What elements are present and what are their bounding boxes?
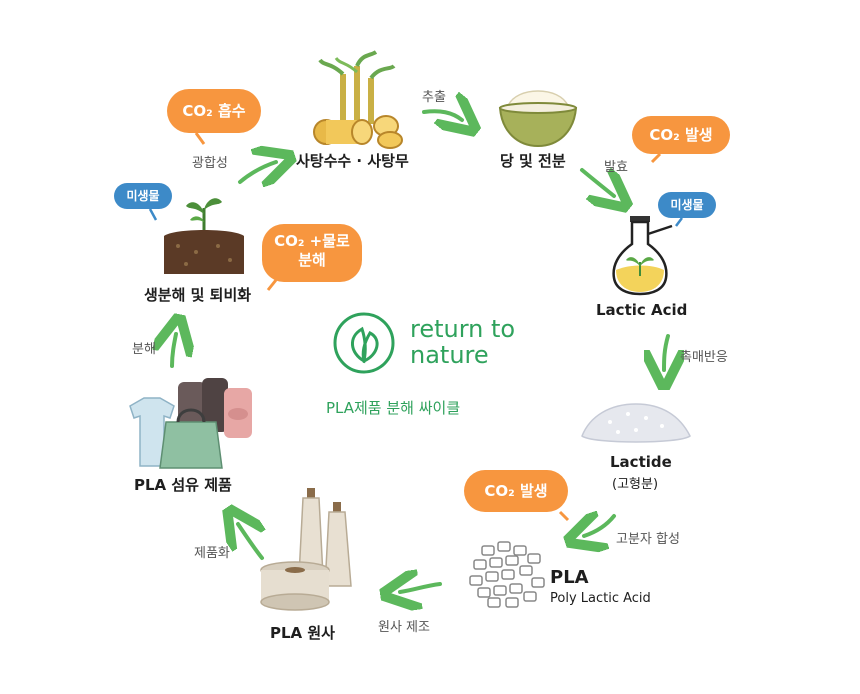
microbe-text-right: 미생물	[670, 198, 704, 212]
yarn-spools-icon	[260, 488, 352, 611]
lactide-label: Lactide	[610, 453, 672, 471]
step-decomposition: 분해	[132, 342, 156, 357]
pla-yarn-label: PLA 원사	[270, 624, 335, 642]
step-polymerization: 고분자 합성	[616, 532, 680, 547]
arrow-fermentation	[580, 170, 614, 196]
lactic-acid-label: Lactic Acid	[596, 301, 688, 319]
co2-water-bubble: CO₂ +물로 분해	[262, 224, 362, 282]
step-extraction: 추출	[422, 90, 446, 105]
cycle-subtitle: PLA제품 분해 싸이클	[326, 399, 461, 417]
sugar-bowl-icon	[498, 90, 578, 148]
co2-absorb-bubble: CO₂ 흡수	[167, 89, 261, 133]
microbe-bubble-left: 미생물	[114, 183, 172, 209]
co2-water-line2: 분해	[298, 251, 326, 269]
soil-sprout-icon	[164, 198, 244, 274]
microbe-bubble-right: 미생물	[658, 192, 716, 218]
step-spinning: 원사 제조	[378, 620, 430, 635]
fiber-products-label: PLA 섬유 제품	[134, 476, 232, 494]
arrow-spinning	[400, 584, 442, 592]
arrow-decomposition	[172, 334, 176, 368]
sugarcane-label: 사탕수수 · 사탕무	[296, 152, 409, 170]
brand-line-2: nature	[410, 341, 489, 369]
arrow-polymerization	[584, 516, 616, 536]
co2-emit-text-top: CO₂ 발생	[649, 126, 713, 144]
co2-emit-bubble-bottom: CO₂ 발생	[464, 470, 568, 512]
microbe-text-left: 미생물	[126, 189, 160, 203]
step-productization: 제품화	[194, 546, 230, 561]
pla-pellets-icon	[469, 541, 545, 608]
step-catalysis: 촉매반응	[680, 350, 728, 365]
co2-water-line1: CO₂ +물로	[274, 232, 350, 250]
biodegradation-label: 생분해 및 퇴비화	[144, 286, 252, 304]
arrow-catalysis	[664, 334, 668, 370]
co2-absorb-text: CO₂ 흡수	[182, 102, 246, 120]
return-to-nature-logo-icon	[333, 312, 395, 374]
co2-emit-bubble-top: CO₂ 발생	[632, 116, 730, 154]
pla-label: PLA	[550, 567, 589, 588]
arrow-photosynthesis	[238, 162, 276, 182]
sugar-starch-label: 당 및 전분	[500, 152, 566, 170]
step-photosynthesis: 광합성	[192, 156, 228, 171]
brand-line-1: return to	[410, 315, 516, 343]
lactide-pile-icon	[581, 403, 691, 443]
lactide-sub-label: (고형분)	[612, 477, 659, 492]
sugarcane-icon	[313, 50, 403, 149]
pla-full-label: Poly Lactic Acid	[550, 591, 651, 606]
flask-icon	[612, 216, 673, 296]
arrow-extraction	[422, 111, 462, 120]
fiber-products-icon	[129, 378, 252, 469]
co2-emit-text-bottom: CO₂ 발생	[484, 482, 548, 500]
step-fermentation: 발효	[604, 160, 628, 175]
arrow-productization	[238, 524, 262, 560]
